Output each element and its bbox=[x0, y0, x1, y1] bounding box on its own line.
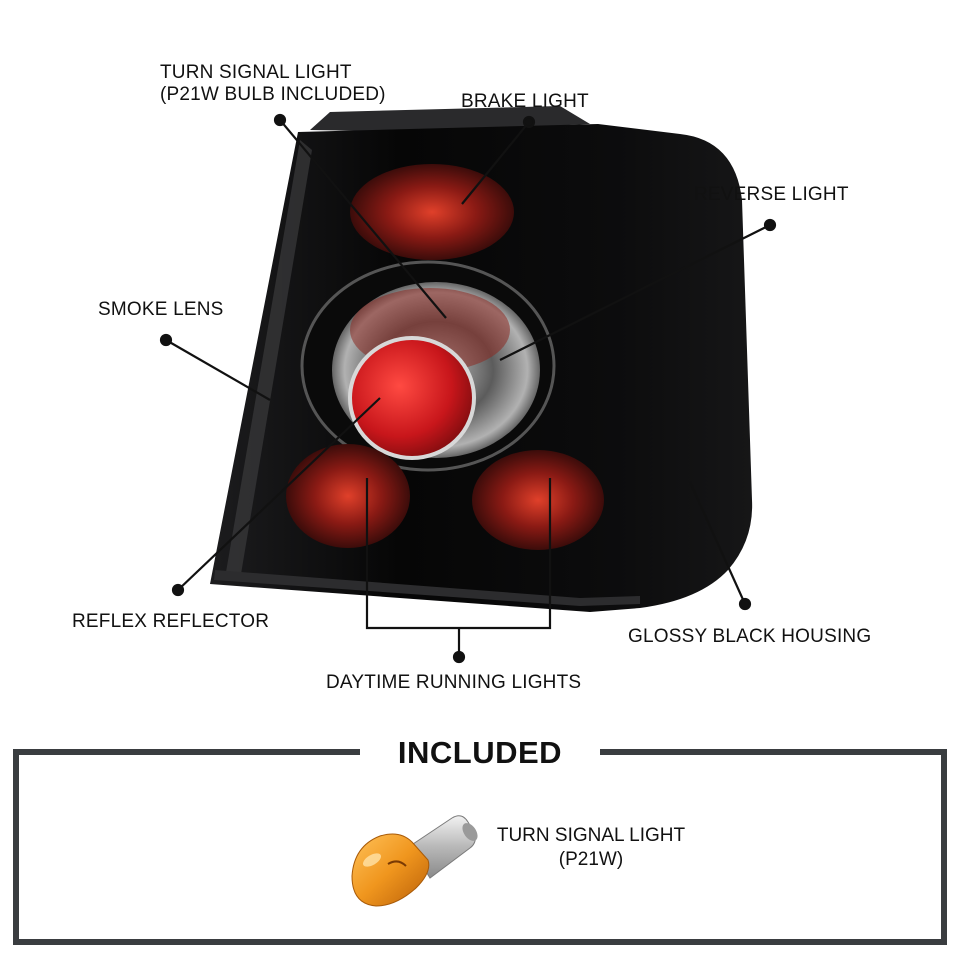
included-frame bbox=[13, 749, 947, 945]
brake-light-chamber bbox=[350, 164, 514, 260]
housing-bottom-edge bbox=[214, 570, 640, 606]
included-bulb-label-line1: TURN SIGNAL LIGHT bbox=[496, 825, 686, 846]
p21w-bulb-illustration bbox=[351, 815, 478, 907]
callout-reflex-reflector: REFLEX REFLECTOR bbox=[72, 611, 270, 632]
housing-top-ridge bbox=[310, 106, 590, 132]
drl-chamber-right bbox=[472, 450, 604, 550]
callout-brake-light: BRAKE LIGHT bbox=[461, 91, 589, 112]
included-heading: INCLUDED bbox=[360, 734, 600, 772]
callout-turn-signal-line2: (P21W BULB INCLUDED) bbox=[160, 84, 386, 105]
callout-reverse-light: REVERSE LIGHT bbox=[694, 184, 849, 205]
included-bulb-label-line2: (P21W) bbox=[558, 849, 624, 870]
callout-smoke-lens: SMOKE LENS bbox=[98, 299, 224, 320]
included-bulb-label: TURN SIGNAL LIGHT (P21W) bbox=[486, 824, 696, 872]
callout-turn-signal: TURN SIGNAL LIGHT (P21W BULB INCLUDED) bbox=[160, 62, 386, 106]
callout-daytime-running-lights: DAYTIME RUNNING LIGHTS bbox=[326, 672, 582, 693]
callout-glossy-black-housing: GLOSSY BLACK HOUSING bbox=[628, 626, 872, 647]
bulb-amber-glass bbox=[351, 833, 430, 907]
drl-chamber-left bbox=[286, 444, 410, 548]
callout-leaders bbox=[159, 113, 777, 664]
smoke-lens-edge bbox=[225, 140, 312, 580]
reflex-reflector-lens bbox=[348, 336, 476, 460]
callout-turn-signal-line1: TURN SIGNAL LIGHT bbox=[160, 62, 352, 83]
